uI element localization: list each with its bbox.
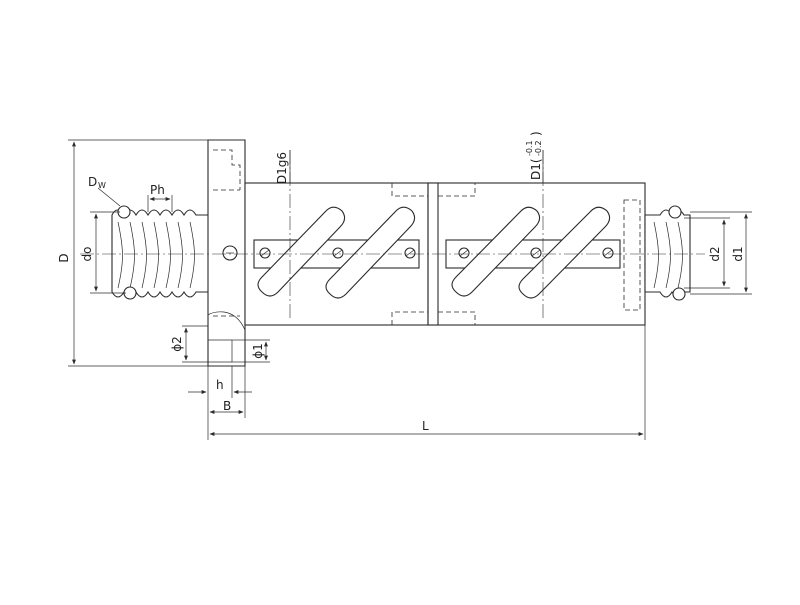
label-do: do [80,247,94,262]
label-D1-close: ) [529,131,543,136]
label-D1-tol-upper: -0.1 [525,140,534,156]
label-D1: D1( [529,158,543,180]
label-phi2: ϕ2 [170,336,184,352]
left-screw-shaft [111,205,211,300]
dimension-lines [68,139,752,440]
label-d2: d2 [708,246,722,261]
right-screw-shaft [644,205,691,301]
label-Dw-sub: W [98,181,106,190]
label-D1-group: D1( -0.1 -0.2 ) [525,131,543,180]
label-D1-tol-lower: -0.2 [534,140,543,156]
label-Ph: Ph [150,183,165,197]
label-h: h [216,378,224,392]
screw-heads [259,247,614,259]
label-Dw: D [88,175,97,189]
flange [207,139,246,367]
label-D1g6: D1g6 [275,152,289,184]
label-D: D [57,253,71,262]
label-phi1: ϕ1 [251,343,265,359]
label-L: L [422,419,429,433]
label-B: B [223,399,231,413]
label-d1: d1 [731,246,745,261]
